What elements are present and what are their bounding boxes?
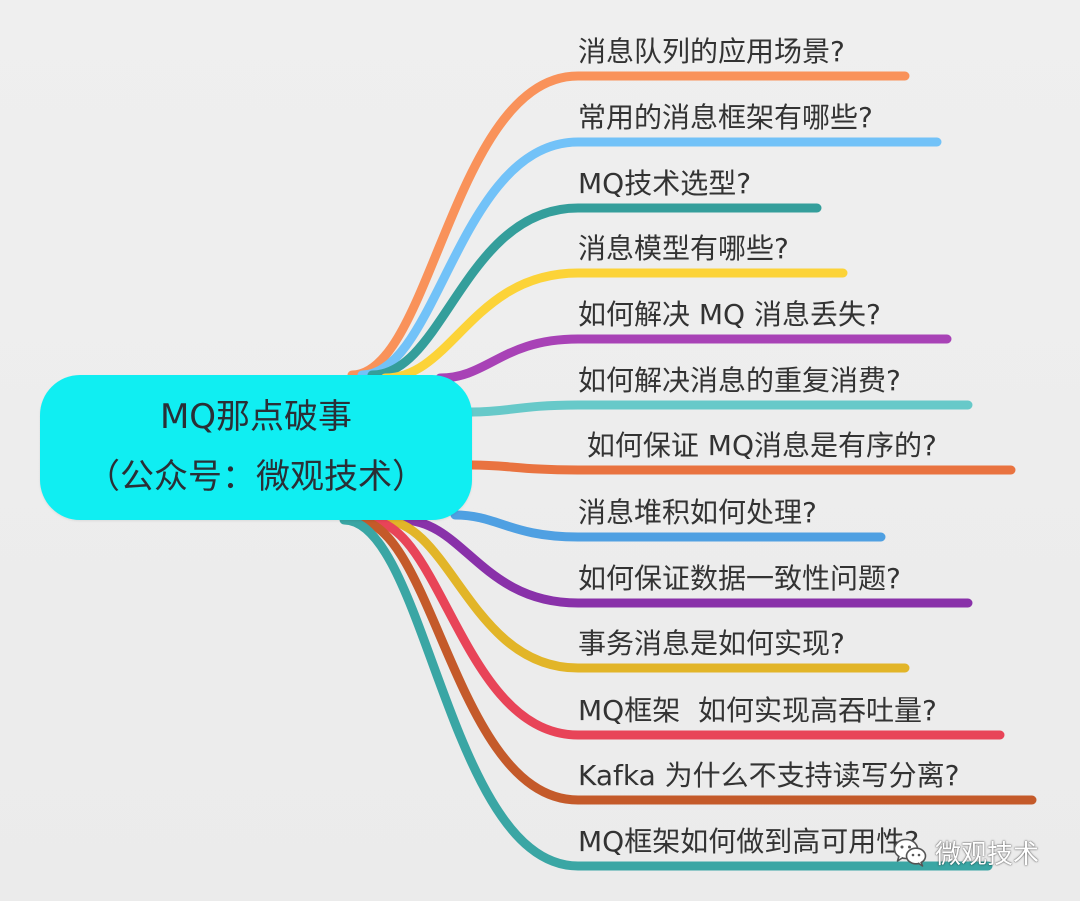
branch-connector-9 — [397, 515, 973, 608]
branch-label-3[interactable]: MQ技术选型? — [578, 167, 752, 200]
branch-label-10[interactable]: 事务消息是如何实现? — [578, 627, 845, 660]
branch-label-6[interactable]: 如何解决消息的重复消费? — [578, 364, 901, 397]
watermark-text: 微观技术 — [935, 839, 1040, 870]
branch-connector-11 — [363, 515, 1005, 740]
branch-label-4[interactable]: 消息模型有哪些? — [578, 232, 789, 265]
branch-connector-2 — [357, 137, 942, 380]
branch-label-9[interactable]: 如何保证数据一致性问题? — [578, 562, 901, 595]
branch-connector-5 — [435, 334, 952, 383]
branch-label-13[interactable]: MQ框架如何做到高可用性? — [578, 825, 920, 858]
root-subtitle: （公众号：微观技术） — [86, 457, 426, 497]
branch-label-12[interactable]: Kafka 为什么不支持读写分离? — [578, 759, 960, 792]
branch-connector-10 — [377, 515, 910, 673]
branch-connector-1 — [347, 71, 910, 380]
branch-label-2[interactable]: 常用的消息框架有哪些? — [578, 101, 873, 134]
branch-connector-4 — [380, 268, 848, 383]
watermark: 微观技术 — [893, 832, 1039, 872]
branch-connector-13 — [339, 515, 993, 871]
branch-label-5[interactable]: 如何解决 MQ 消息丢失? — [578, 298, 881, 331]
wechat-icon — [893, 838, 927, 867]
branch-label-1[interactable]: 消息队列的应用场景? — [578, 35, 845, 68]
root-title: MQ那点破事 — [159, 397, 353, 437]
branch-connector-7 — [467, 460, 1016, 475]
branch-connector-3 — [367, 203, 822, 380]
root-node[interactable]: MQ那点破事 （公众号：微观技术） — [40, 375, 472, 520]
branch-label-8[interactable]: 消息堆积如何处理? — [578, 496, 817, 529]
branch-connector-8 — [450, 510, 886, 542]
branch-label-11[interactable]: MQ框架 如何实现高吞吐量? — [578, 694, 937, 727]
branch-connector-12 — [351, 515, 1037, 805]
branch-connector-6 — [467, 400, 973, 417]
branch-label-7[interactable]: 如何保证 MQ消息是有序的? — [578, 429, 937, 462]
